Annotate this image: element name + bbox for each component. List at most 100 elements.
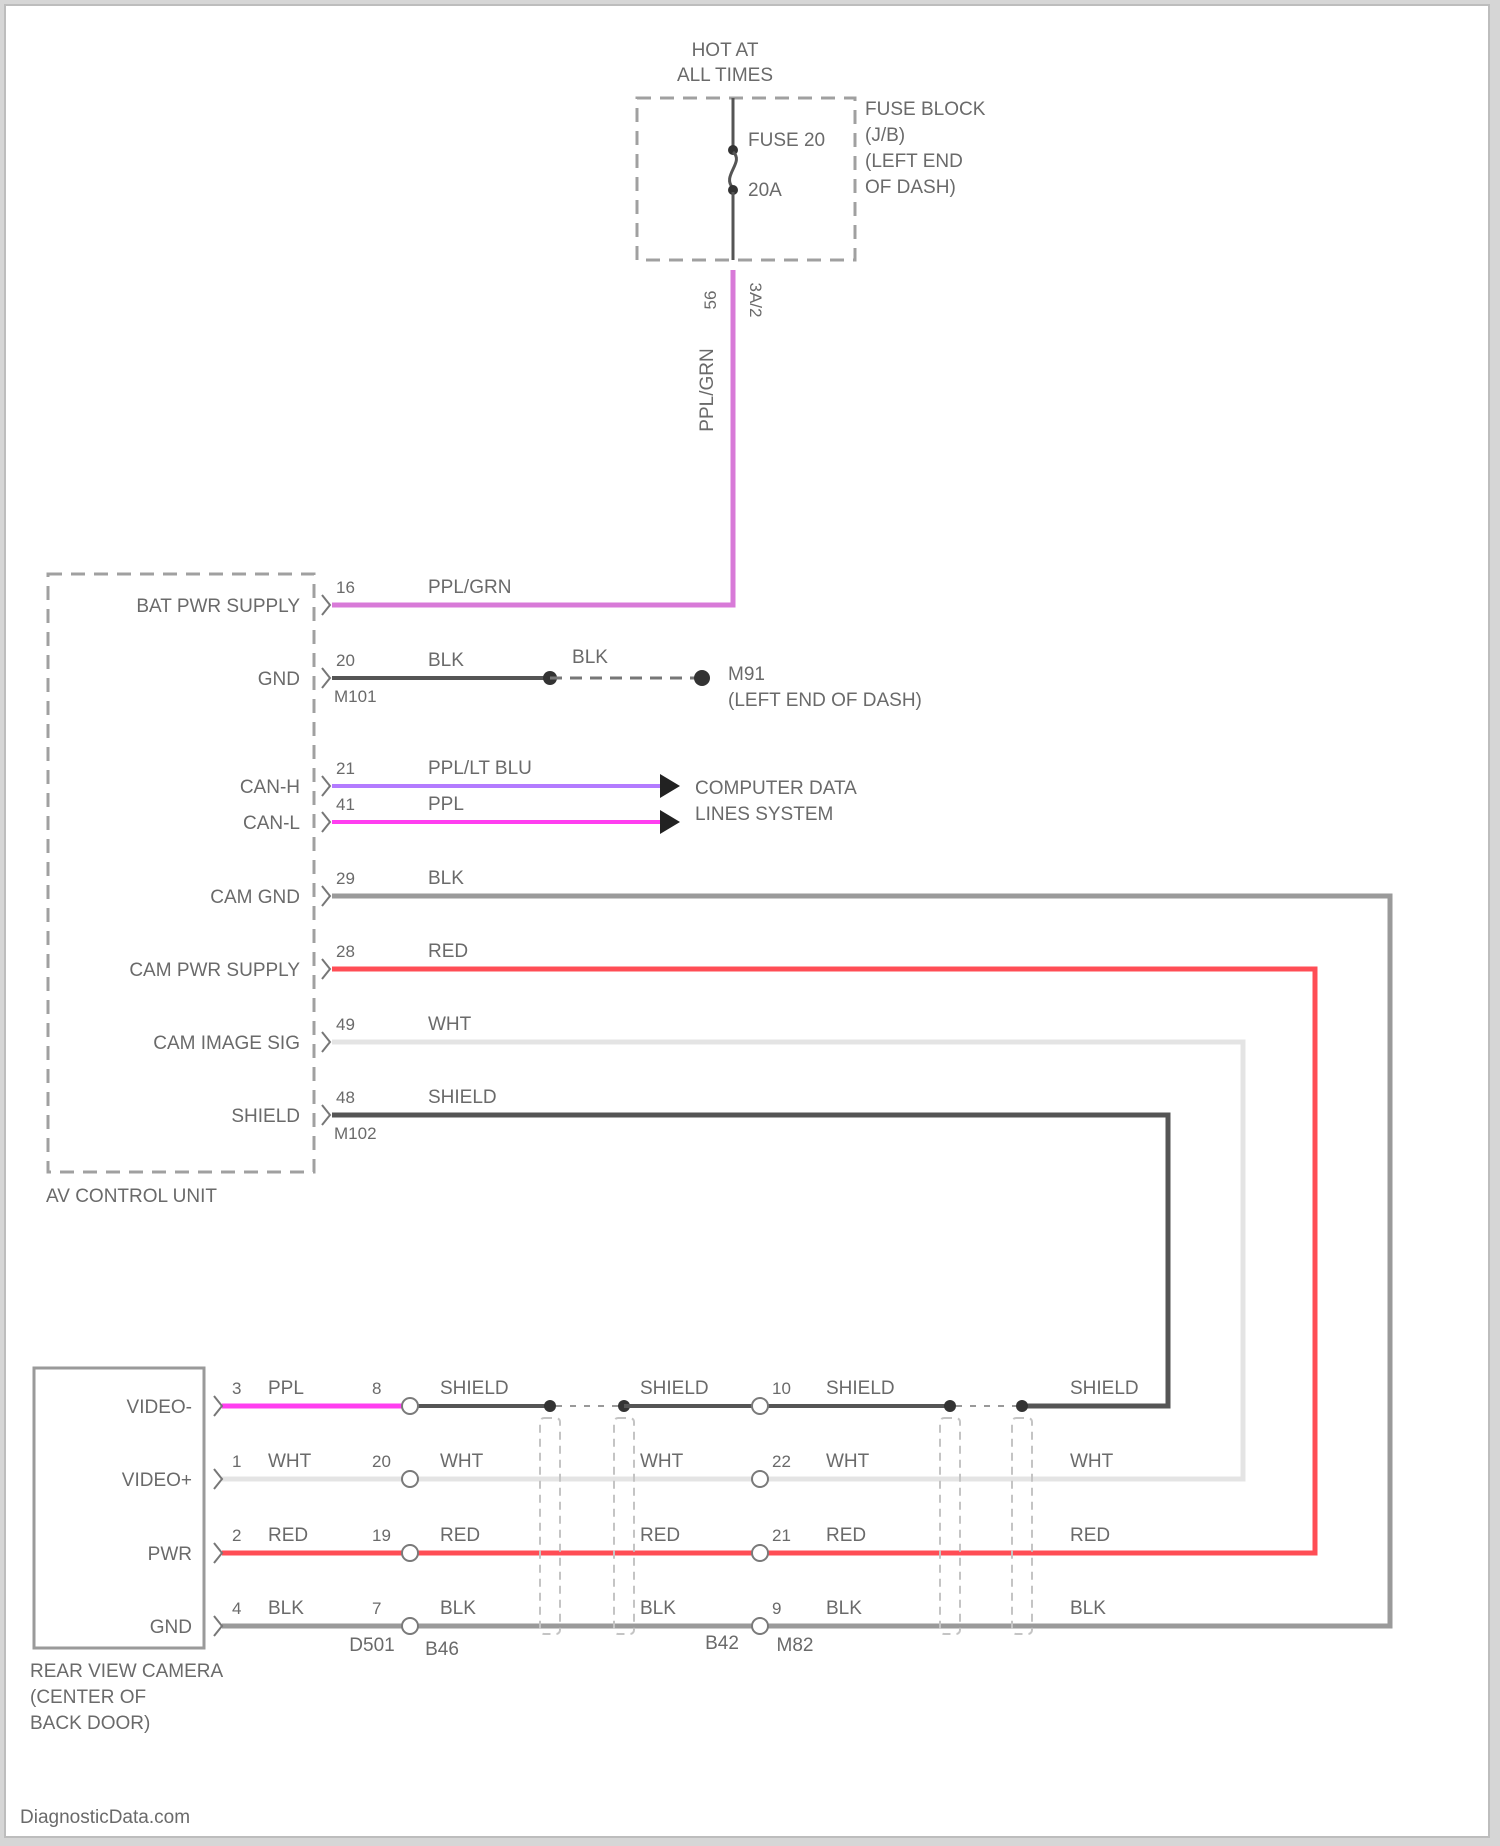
camera-pin-label: VIDEO+ [122,1470,192,1491]
camera-row-wire-c: BLK [640,1598,676,1619]
av-control-unit-label: AV CONTROL UNIT [46,1186,217,1207]
av-wire-label: PPL/GRN [428,577,511,598]
camera-row-wire-b: BLK [440,1598,476,1619]
camera-pin-label: PWR [148,1544,192,1565]
av-wire-label: RED [428,941,468,962]
camera-row-pin-d: 22 [772,1452,791,1471]
camera-label-1: REAR VIEW CAMERA [30,1661,224,1682]
camera-row-wire-b: WHT [440,1451,484,1472]
av-wire-label: WHT [428,1014,472,1035]
camera-row-wire-b: RED [440,1525,480,1546]
camera-row-wire-c: WHT [640,1451,684,1472]
camera-row-wire-d: BLK [826,1598,862,1619]
camera-row-pin-a: 2 [232,1526,241,1545]
all-times-label: ALL TIMES [677,65,773,86]
camera-row-wire-e: BLK [1070,1598,1106,1619]
connector-pin [752,1618,768,1634]
connector-pin [402,1398,418,1414]
camera-row-pin-b: 19 [372,1526,391,1545]
camera-row-group: VIDEO-3PPL8SHIELDSHIELD10SHIELDSHIELDVID… [122,1378,1139,1638]
camera-row-wire-e: RED [1070,1525,1110,1546]
camera-row-wire-a: BLK [268,1598,304,1619]
av-pin-terminal [322,1032,330,1052]
av-control-unit-box [48,574,314,1172]
fuse-icon [730,152,737,188]
fuse-out-pin: 56 [701,291,720,310]
camera-row-wire-d: SHIELD [826,1378,895,1399]
conn-m82: M82 [777,1635,814,1656]
ground-name: M91 [728,664,765,685]
av-pin-number: 41 [336,795,355,814]
connector-pin [402,1545,418,1561]
camera-pin-label: GND [150,1617,192,1638]
gnd-wire2-label: BLK [572,647,608,668]
vertical-wire-label: PPL/GRN [697,348,718,431]
fuse-rating: 20A [748,180,782,201]
camera-row-pin-b: 8 [372,1379,381,1398]
connector-pin [402,1618,418,1634]
camera-pin-terminal [214,1469,222,1489]
can-h-arrow-icon [660,774,680,798]
camera-label-3: BACK DOOR) [30,1713,150,1734]
av-wire-label: BLK [428,650,464,671]
camera-row-wire-d: WHT [826,1451,870,1472]
av-pin-terminal [322,776,330,796]
av-pin-terminal [322,668,330,688]
conn-b46: B46 [425,1639,459,1660]
cam-image-wire [222,1042,1243,1479]
camera-pin-terminal [214,1543,222,1563]
camera-row-wire-a: WHT [268,1451,312,1472]
camera-row-wire-e: WHT [1070,1451,1114,1472]
av-pin-terminal [322,1105,330,1125]
shield-end-4 [1016,1400,1028,1412]
camera-row-wire-a: RED [268,1525,308,1546]
av-pin-label-bat-pwr-supply: BAT PWR SUPPLY [136,596,300,617]
camera-pin-terminal [214,1396,222,1416]
conn-b42: B42 [705,1633,739,1654]
av-pin-label-can-l: CAN-L [243,813,300,834]
can-dest-line2: LINES SYSTEM [695,804,833,825]
av-pin-label-cam-image-sig: CAM IMAGE SIG [153,1033,300,1054]
fuse-out-conn: 3A/2 [746,283,765,318]
camera-row-wire-c: RED [640,1525,680,1546]
conn-d501: D501 [349,1635,394,1656]
fuse-name: FUSE 20 [748,130,825,151]
av-conn-label: M101 [334,687,377,706]
camera-label-2: (CENTER OF [30,1687,146,1708]
camera-row-wire-c: SHIELD [640,1378,709,1399]
camera-pin-terminal [214,1616,222,1636]
fuse-block-label-3: (LEFT END [865,151,963,172]
shield-end-3 [944,1400,956,1412]
camera-row-wire-d: RED [826,1525,866,1546]
av-pin-number: 20 [336,651,355,670]
av-pin-number: 49 [336,1015,355,1034]
av-pin-number: 16 [336,578,355,597]
av-pin-number: 21 [336,759,355,778]
av-pin-terminal [322,959,330,979]
fuse-block-box [637,98,855,260]
av-pin-number: 29 [336,869,355,888]
av-pin-terminal [322,886,330,906]
bat-pwr-wire [332,270,733,605]
camera-row-wire-e: SHIELD [1070,1378,1139,1399]
av-pin-label-shield: SHIELD [231,1106,300,1127]
av-pin-terminal [322,812,330,832]
camera-row-pin-b: 7 [372,1599,381,1618]
shield-wire [332,1115,1168,1406]
connector-pin [752,1545,768,1561]
shield-bracket-1 [540,1418,560,1634]
shield-end-1 [544,1400,556,1412]
camera-row-pin-d: 9 [772,1599,781,1618]
camera-row-wire-b: SHIELD [440,1378,509,1399]
camera-pin-label: VIDEO- [127,1397,192,1418]
connector-pin [752,1398,768,1414]
fuse-block-label-4: OF DASH) [865,177,956,198]
av-wire-label: BLK [428,868,464,889]
av-pin-number: 48 [336,1088,355,1107]
can-dest-line1: COMPUTER DATA [695,778,857,799]
fuse-block-label-2: (J/B) [865,125,905,146]
camera-row-pin-a: 4 [232,1599,241,1618]
camera-row-pin-a: 3 [232,1379,241,1398]
av-pin-label-cam-pwr-supply: CAM PWR SUPPLY [129,960,300,981]
connector-pin [752,1471,768,1487]
